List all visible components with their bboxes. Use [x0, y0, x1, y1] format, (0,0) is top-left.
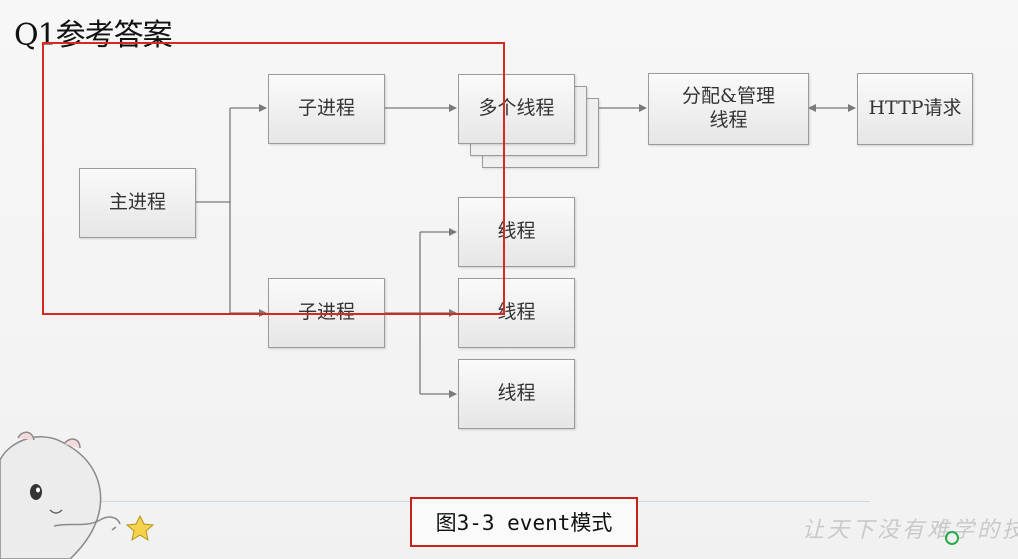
figure-caption: 图3-3 event模式 [410, 497, 638, 547]
thread-node-3: 线程 [458, 359, 575, 429]
cursor-ring-icon [945, 531, 959, 545]
highlight-rectangle [42, 42, 505, 315]
slide-title: Q1参考答案 [14, 18, 173, 53]
star-icon [125, 514, 155, 542]
http-request-node: HTTP请求 [857, 73, 973, 145]
thread-node-1: 线程 [458, 197, 575, 267]
dispatch-manage-node: 分配&管理 线程 [648, 73, 809, 145]
main-process-node: 主进程 [79, 168, 196, 238]
child-process-top-node: 子进程 [268, 74, 385, 144]
hamster-mascot-icon [0, 431, 155, 559]
watermark-text: 让天下没有难学的技 [802, 518, 1018, 543]
multi-threads-node: 多个线程 [458, 74, 575, 144]
